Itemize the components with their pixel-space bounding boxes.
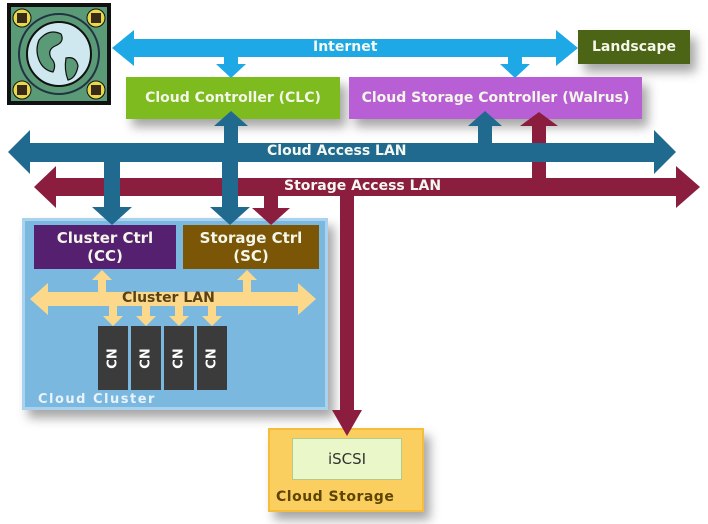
cluster-lan-arrow (30, 283, 316, 315)
compute-node[interactable]: CN (197, 326, 227, 390)
walrus-label: Cloud Storage Controller (Walrus) (361, 90, 630, 106)
cloud-access-lan-arrow (8, 130, 676, 174)
cloud-lan-to-sc-arrow (210, 162, 250, 225)
storage-access-lan-arrow (34, 166, 700, 208)
cloud-storage-label: Cloud Storage (276, 489, 395, 505)
walrus-to-cloud-lan-arrow (468, 111, 502, 143)
clc-box[interactable]: Cloud Controller (CLC) (126, 77, 340, 119)
landscape-box[interactable]: Landscape (578, 30, 690, 64)
internet-label: Internet (313, 39, 378, 55)
cloud-cluster-label: Cloud Cluster (38, 392, 156, 407)
cluster-ctrl-abbrev: (CC) (87, 247, 123, 265)
cluster-ctrl-box[interactable]: Cluster Ctrl (CC) (34, 225, 176, 269)
cluster-lan-to-sc-arrow (237, 270, 257, 292)
storage-access-lan-label: Storage Access LAN (284, 178, 442, 194)
clc-to-cloud-lan-arrow (214, 111, 248, 143)
storage-ctrl-label: Storage Ctrl (199, 229, 303, 247)
compute-node[interactable]: CN (164, 326, 194, 390)
iscsi-label: iSCSI (327, 450, 367, 468)
globe-network-icon (6, 2, 112, 106)
internet-to-clc-arrow (216, 57, 246, 78)
cluster-lan-label: Cluster LAN (122, 290, 215, 306)
cloud-lan-to-cc-arrow (92, 162, 132, 225)
cluster-lan-to-cc-arrow (92, 270, 112, 292)
compute-node[interactable]: CN (131, 326, 161, 390)
internet-to-walrus-arrow (500, 57, 530, 78)
cloud-access-lan-label: Cloud Access LAN (267, 143, 407, 159)
landscape-label: Landscape (592, 39, 676, 55)
storage-ctrl-abbrev: (SC) (233, 247, 269, 265)
iscsi-box[interactable]: iSCSI (292, 438, 402, 480)
storage-ctrl-box[interactable]: Storage Ctrl (SC) (183, 225, 319, 269)
storage-lan-to-iscsi-arrow (332, 190, 362, 436)
clc-label: Cloud Controller (CLC) (145, 90, 321, 106)
storage-lan-to-sc-arrow (252, 190, 290, 225)
cluster-ctrl-label: Cluster Ctrl (56, 229, 154, 247)
compute-node[interactable]: CN (98, 326, 128, 390)
walrus-box[interactable]: Cloud Storage Controller (Walrus) (349, 77, 642, 119)
cluster-lan-to-nodes-arrows (103, 306, 222, 326)
